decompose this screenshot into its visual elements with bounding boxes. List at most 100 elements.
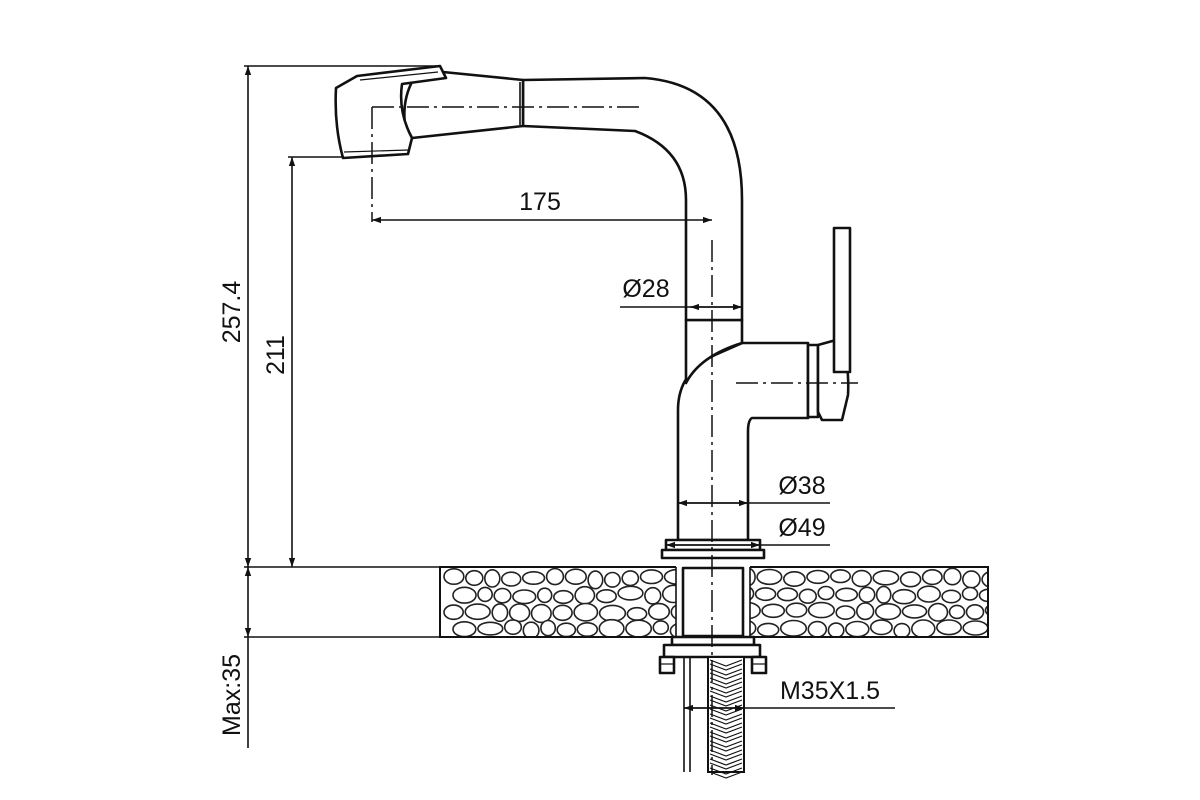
mounting-shank: [681, 566, 745, 638]
hose-braid-pattern: [709, 686, 743, 698]
stone-texture: [564, 568, 587, 586]
stone-texture: [452, 621, 477, 636]
fixing-screw-right: [750, 655, 768, 675]
stone-texture: [573, 602, 599, 622]
stone-texture: [872, 569, 900, 586]
stone-texture: [943, 568, 962, 586]
stone-texture: [893, 622, 911, 636]
stone-texture: [901, 604, 928, 619]
stone-texture: [962, 570, 981, 589]
stone-texture: [807, 601, 836, 619]
stone-texture: [644, 586, 662, 605]
stone-texture: [761, 603, 786, 619]
stone-texture: [927, 602, 949, 622]
stone-texture: [921, 568, 943, 586]
stone-texture: [553, 589, 574, 605]
spout-height-label: 211: [262, 335, 290, 375]
base-ring: [660, 548, 766, 560]
stone-texture: [869, 619, 893, 636]
stone-texture: [891, 588, 917, 605]
dimension-total-height: 257.4: [218, 65, 440, 567]
dimension-base-diameter: Ø49: [666, 514, 830, 549]
stone-texture: [783, 570, 806, 587]
stone-texture: [508, 603, 531, 623]
stone-texture: [754, 587, 777, 602]
stone-texture: [875, 585, 892, 604]
stone-texture: [647, 602, 671, 621]
stone-texture: [829, 569, 851, 584]
stone-texture: [779, 619, 808, 636]
dimension-spout-height: 211: [262, 156, 344, 567]
stone-texture: [858, 586, 876, 603]
stone-texture: [603, 571, 621, 588]
hose-braid-pattern: [709, 740, 743, 752]
handle-lever[interactable]: [832, 226, 852, 374]
stone-texture: [798, 588, 817, 604]
stone-texture: [981, 571, 988, 588]
hose-braid-pattern: [709, 749, 743, 761]
stone-texture: [530, 603, 552, 624]
spout-diameter-label: Ø28: [622, 275, 669, 303]
total-height-label: 257.4: [218, 281, 246, 344]
hose-braid-pattern: [709, 677, 743, 689]
stone-texture: [855, 602, 875, 621]
stone-texture: [477, 586, 493, 603]
stone-texture: [990, 622, 1007, 634]
hose-braid-pattern: [709, 731, 743, 743]
stone-texture: [595, 588, 618, 604]
stone-texture: [978, 588, 988, 603]
stone-texture: [776, 587, 799, 602]
stone-texture: [552, 604, 573, 622]
stone-texture: [785, 602, 808, 618]
stone-texture: [464, 569, 484, 587]
spray-head: [334, 64, 448, 160]
dimension-thread: M35X1.5: [684, 677, 895, 712]
stone-texture: [626, 606, 648, 621]
handle-cap[interactable]: [806, 343, 820, 419]
stone-texture: [817, 585, 835, 601]
spray-face-line: [343, 149, 409, 153]
stone-texture: [617, 585, 644, 601]
stone-texture: [574, 585, 596, 605]
stone-texture: [851, 569, 873, 588]
body-diameter-label: Ø38: [778, 472, 825, 500]
stone-texture: [556, 622, 577, 636]
stone-texture: [491, 603, 509, 623]
hose-braid-pattern: [709, 758, 743, 770]
stone-texture: [639, 569, 664, 585]
stone-texture: [874, 602, 902, 621]
faucet-body: [334, 64, 858, 779]
stone-texture: [521, 570, 546, 585]
stone-texture: [652, 620, 670, 635]
stone-texture: [835, 605, 856, 620]
faucet-upper-column: [684, 318, 744, 385]
stone-texture: [941, 589, 962, 604]
dimension-max-thickness: Max:35: [218, 567, 252, 748]
fixing-screw-left: [658, 655, 676, 675]
stone-texture: [452, 586, 477, 604]
stone-texture: [916, 585, 942, 603]
stone-texture: [483, 569, 501, 588]
hose-braid-pattern: [709, 659, 743, 671]
stone-texture: [756, 568, 783, 586]
spout-arch: [521, 76, 744, 322]
stone-texture: [598, 618, 625, 636]
stone-texture: [536, 587, 553, 604]
stone-texture: [845, 620, 870, 636]
stone-texture: [899, 571, 922, 588]
supply-hose: [683, 656, 745, 779]
base-diameter-label: Ø49: [778, 514, 825, 542]
hose-braid-pattern: [709, 767, 743, 779]
stone-texture: [807, 620, 828, 636]
thread-label: M35X1.5: [780, 677, 880, 705]
stone-texture: [576, 622, 599, 636]
hose-braid-pattern: [709, 722, 743, 734]
stone-texture: [625, 619, 653, 636]
stone-texture: [962, 620, 988, 636]
faucet-lower-body: [676, 341, 810, 542]
stone-texture: [540, 619, 557, 636]
spray-button-line: [359, 71, 439, 81]
stone-texture: [493, 587, 512, 604]
stone-texture: [500, 571, 522, 587]
